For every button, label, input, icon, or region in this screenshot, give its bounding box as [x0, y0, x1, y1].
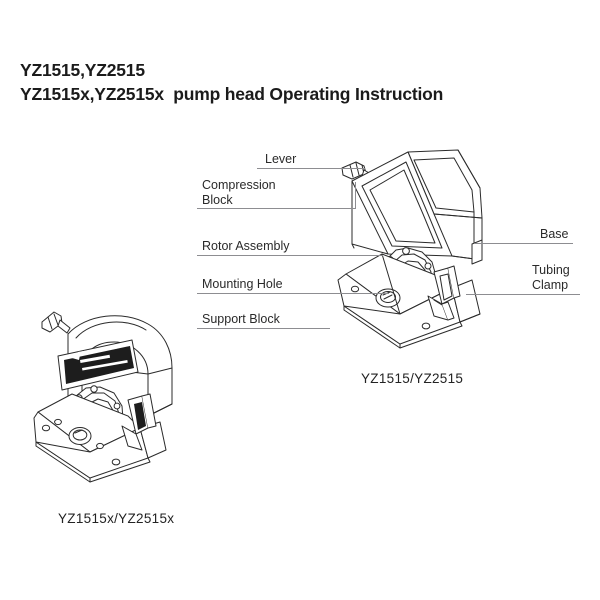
- leader-line-mounting-hole: [197, 293, 389, 294]
- callout-lever: Lever: [265, 152, 297, 166]
- leader-line-rotor-assembly: [197, 255, 383, 256]
- base-plate-shape: [459, 239, 483, 323]
- callout-tubing-clamp: Tubing Clamp: [532, 263, 570, 292]
- variant-lever-knob-shape: [41, 311, 71, 334]
- callout-base: Base: [540, 227, 569, 241]
- callout-compression-block: Compression Block: [202, 178, 276, 207]
- leader-line-base: [475, 243, 573, 244]
- leader-line-compression-block: [197, 208, 355, 209]
- main-figure-caption: YZ1515/YZ2515: [361, 371, 464, 386]
- leader-line-lever: [257, 168, 365, 169]
- leader-line-support-block: [197, 328, 330, 329]
- callout-mounting-hole: Mounting Hole: [202, 277, 283, 291]
- tubing-clamp-shape: [427, 265, 461, 321]
- leader-line-compression-block-drop: [355, 182, 356, 209]
- callout-rotor-assembly: Rotor Assembly: [202, 239, 290, 253]
- title-line-2: YZ1515x,YZ2515x pump head Operating Inst…: [20, 84, 444, 104]
- pump-head-variant-illustration: [32, 300, 202, 485]
- variant-tubing-clamp-shape: [121, 393, 157, 451]
- title-line-1: YZ1515,YZ2515: [20, 60, 145, 80]
- page-title: YZ1515,YZ2515 YZ1515x,YZ2515x pump head …: [20, 58, 540, 106]
- pump-head-main-illustration: [330, 148, 520, 358]
- callout-support-block: Support Block: [202, 312, 280, 326]
- variant-support-block-shape: [33, 393, 167, 483]
- compression-block-shape: [351, 149, 483, 261]
- variant-figure-caption: YZ1515x/YZ2515x: [58, 511, 175, 526]
- support-block-shape: [337, 253, 481, 349]
- variant-brand-label-plate: [57, 339, 139, 391]
- leader-line-tubing-clamp: [466, 294, 580, 295]
